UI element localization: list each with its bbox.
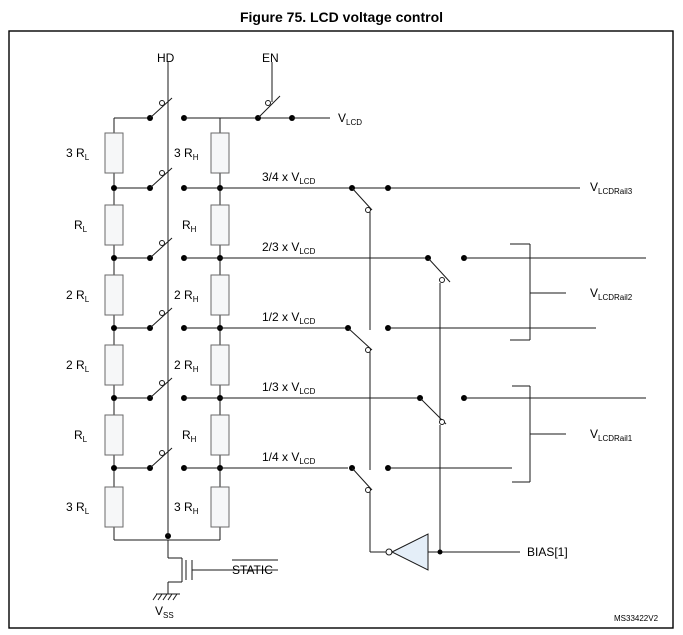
- en-label: EN: [262, 51, 279, 65]
- right-resistor-label: RH: [182, 428, 197, 444]
- right-resistor-label: 2 RH: [174, 288, 199, 304]
- left-resistor-label: 3 RL: [66, 146, 90, 162]
- right-resistor-label: RH: [182, 218, 197, 234]
- ground-section: [114, 533, 278, 601]
- tap-label-1-4: 1/4 x VLCD: [262, 450, 316, 466]
- resistor-left-5: [104, 414, 124, 456]
- bias-buffer: [370, 533, 520, 571]
- resistor-left-1: [104, 132, 124, 174]
- left-resistor-ladder: [104, 118, 124, 540]
- rail1-label: VLCDRail1: [590, 427, 633, 443]
- resistor-left-2: [104, 204, 124, 246]
- resistor-right-6: [210, 486, 230, 528]
- tap-label-1-2: 1/2 x VLCD: [262, 310, 316, 326]
- left-resistor-label: RL: [74, 218, 88, 234]
- vss-label: VSS: [155, 604, 174, 620]
- tap-label-2-3: 2/3 x VLCD: [262, 240, 316, 256]
- resistor-right-5: [210, 414, 230, 456]
- vlcd-label: VLCD: [338, 111, 362, 127]
- top-switch-row: [114, 62, 330, 121]
- bias-label: BIAS[1]: [527, 545, 568, 559]
- tap-label-3-4: 3/4 x VLCD: [262, 170, 316, 186]
- resistor-right-4: [210, 344, 230, 386]
- left-resistor-label: 2 RL: [66, 288, 90, 304]
- rail2-label: VLCDRail2: [590, 286, 633, 302]
- left-resistor-label: 2 RL: [66, 358, 90, 374]
- left-resistor-label: 3 RL: [66, 500, 90, 516]
- right-resistor-label: 3 RH: [174, 500, 199, 516]
- tap-label-1-3: 1/3 x VLCD: [262, 380, 316, 396]
- resistor-left-3: [104, 274, 124, 316]
- figure-frame: [8, 30, 674, 629]
- figure-title: Figure 75. LCD voltage control: [239, 9, 444, 25]
- labels: HD EN VLCD 3/4 x VLCD 2/3 x VLCD 1/2 x V…: [66, 51, 659, 623]
- rail-brackets: [510, 243, 566, 483]
- resistor-left-6: [104, 486, 124, 528]
- resistor-right-1: [210, 132, 230, 174]
- static-label: STATIC: [232, 563, 273, 577]
- resistor-right-2: [210, 204, 230, 246]
- resistor-left-4: [104, 344, 124, 386]
- tap-switches: [111, 167, 580, 471]
- right-resistor-label: 3 RH: [174, 146, 199, 162]
- left-resistor-label: RL: [74, 428, 88, 444]
- right-resistor-label: 2 RH: [174, 358, 199, 374]
- figure-reference: MS33422V2: [614, 614, 659, 623]
- resistor-right-3: [210, 274, 230, 316]
- rail-switches: [345, 185, 646, 552]
- hd-label: HD: [157, 51, 175, 65]
- rail3-label: VLCDRail3: [590, 180, 633, 196]
